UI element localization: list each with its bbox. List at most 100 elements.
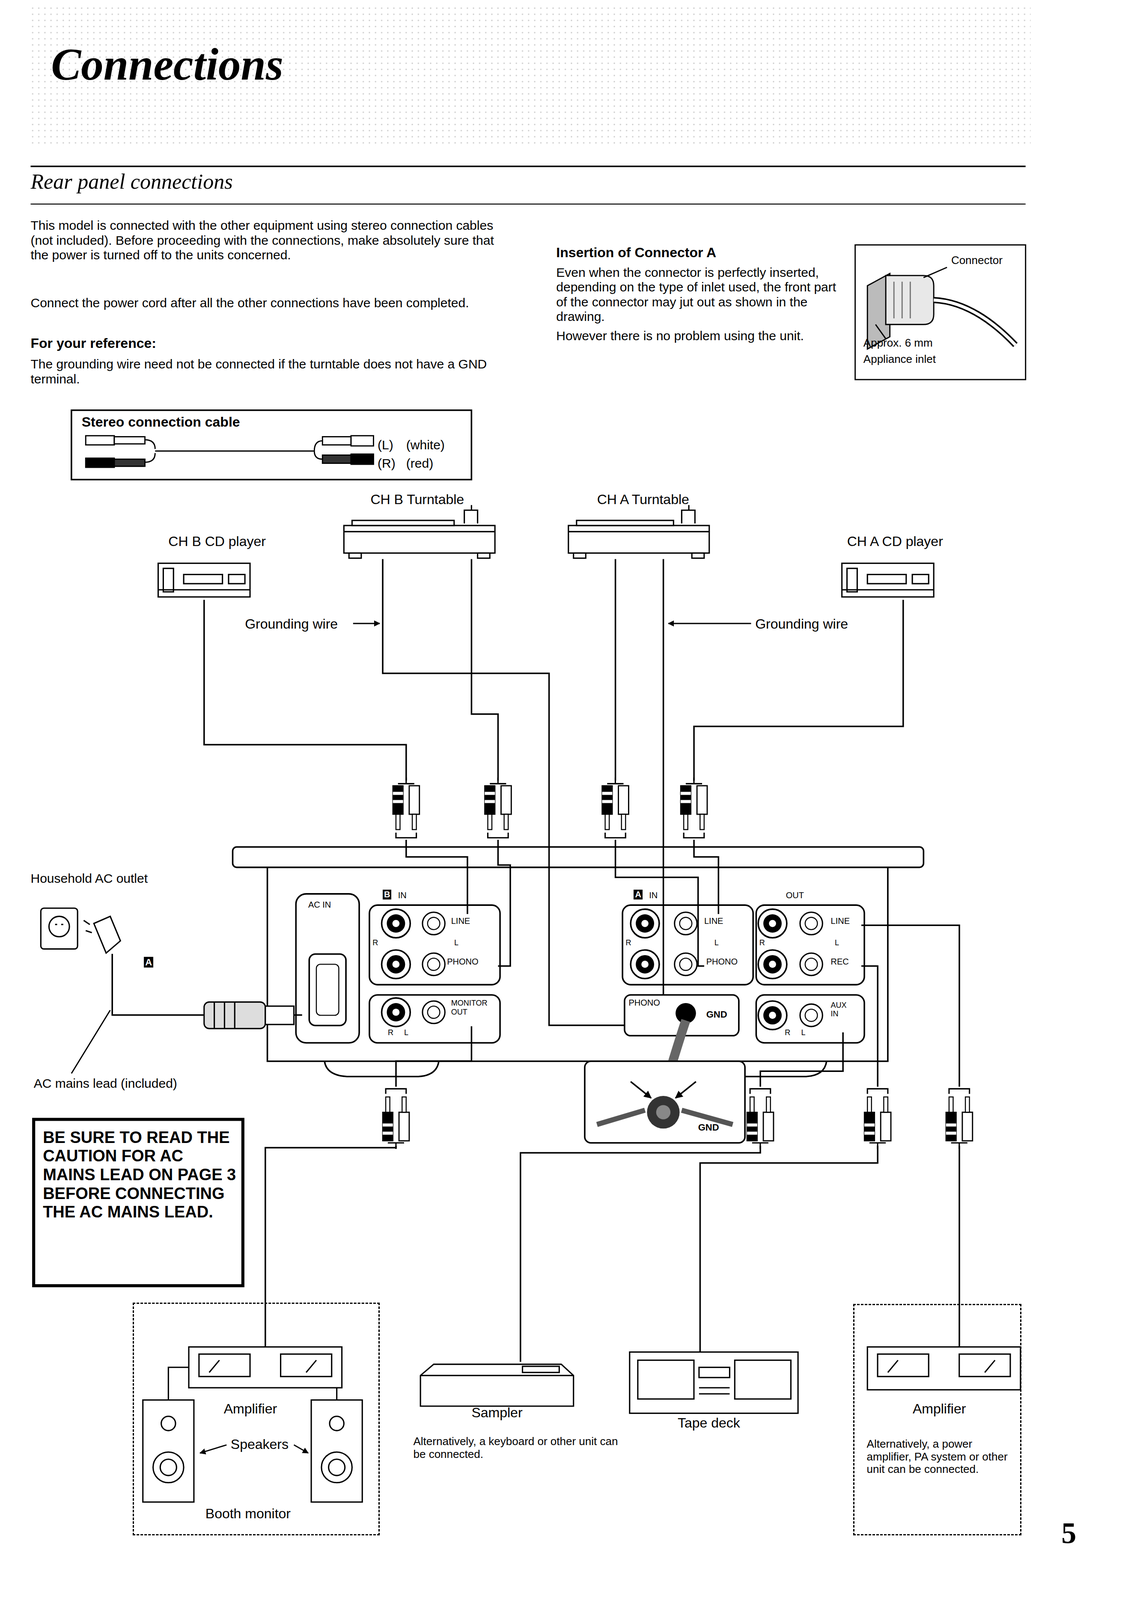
ac-outlet-and-lead [40,908,294,1029]
callout-label: Speakers [230,1437,289,1453]
turntable: CH B Turntable [336,489,506,560]
amplifier: Amplifier [866,1348,1022,1426]
node-label: AUX IN [830,1001,850,1019]
booth-monitor-equipment [142,1347,363,1503]
terminal-label: GND [698,1122,720,1134]
body-text: However there is no problem using the un… [556,328,844,344]
node-label: Tape deck [677,1415,741,1432]
header-texture [30,5,1031,149]
pin-label: R [625,938,632,948]
channel-label: (L) [377,437,394,453]
body-text: The grounding wire need not be connected… [30,357,503,387]
pin-label: L [404,1028,409,1038]
caution-note: BE SURE TO READ THE CAUTION FOR AC MAINS… [42,1128,237,1223]
jack-label: PHONO [444,956,498,975]
callout-label: Grounding wire [755,616,849,633]
ac-inlet: AC IN [302,898,360,1042]
right-amplifier [867,1347,1021,1391]
jack-label: AUX IN [828,1000,862,1033]
tape-deck: Tape deck [624,1352,805,1435]
channel-badge: A [633,890,643,900]
node-label: LINE [704,916,724,927]
caution-box [33,1119,244,1287]
cable-wire [861,925,960,1349]
cable-wire [382,559,625,1026]
node-label: CH B CD player [168,533,266,550]
node-label: REC [830,957,849,968]
node-label: Alternatively, a power amplifier, PA sys… [866,1438,1016,1477]
page-number: 5 [1061,1516,1077,1552]
jack-label: PHONO [704,956,754,975]
jack-label: LINE [828,914,862,935]
node-label: CH B Turntable [370,491,465,508]
stereo-cable [71,410,472,480]
pin-label: L [454,938,459,948]
jack-group-label: OUT [785,890,804,901]
page-title: Connections [50,38,284,91]
node-label: Alternatively, a keyboard or other unit … [413,1435,623,1462]
node-label: LINE [451,916,471,927]
jack-group-label: IN [398,890,407,901]
node-label: PHONO [706,957,738,968]
node-label: MONITOR OUT [451,999,492,1017]
pin-label: L [714,938,719,948]
jack-label: LINE [449,914,482,935]
node-label: Household AC outlet [30,871,149,887]
color-label: (red) [406,456,434,472]
pin-label: L [800,1028,806,1038]
body-text: Connect the power cord after all the oth… [30,295,503,311]
jack-label: REC [828,956,862,975]
ac-outlet: Household AC outlet [28,869,218,955]
callout-label: Connector [951,254,1003,268]
node-label: Amplifier [223,1401,277,1418]
pin-label: R [784,1028,791,1038]
node-label: CH A CD player [847,533,944,550]
leader-arrows [71,623,752,1454]
callout-label: Appliance inlet [863,353,936,367]
pin-label: L [834,938,840,948]
color-label: (white) [406,437,445,453]
node-label: GND [706,1009,728,1021]
jack-label: MONITOR OUT [449,998,498,1027]
node-label: PHONO [628,998,661,1009]
node-label: AC IN [308,900,331,911]
channel-badge: B [382,890,392,900]
jacks [381,909,823,1030]
channel-label: (R) [377,456,396,472]
connector-inset [855,244,1026,380]
section-heading: Rear panel connections [30,169,233,195]
cd-player: CH B CD player [153,530,286,601]
node-label: Sampler [471,1405,523,1422]
dashed-group: Booth monitor Amplifier [132,1303,380,1536]
cable-wire [662,559,665,995]
turntable: CH A Turntable [561,489,715,560]
node-label: Amplifier [912,1401,966,1418]
rule-lines [30,166,1026,205]
mixer-rear-panel [232,847,924,1078]
dashed-group: Alternatively, a power amplifier, PA sys… [853,1304,1022,1536]
callout-label: AC mains lead (included) [33,1076,178,1092]
cable-wire [520,1032,843,1363]
ground-terminal: PHONO GND [624,994,739,1036]
node-label: PHONO [446,957,479,968]
subheading: Insertion of Connector A [556,244,717,261]
subheading: For your reference: [30,335,157,352]
dimension-label: Approx. 6 mm [863,336,933,350]
pin-label: R [759,938,765,948]
sampler-and-tape-deck [420,1352,798,1414]
gnd-inset [584,1020,745,1144]
pin-label: R [372,938,379,948]
turntables [343,505,709,559]
cd-players [157,563,934,598]
node-label: CH A Turntable [597,491,690,508]
cable-wire [699,966,878,1353]
body-text: This model is connected with the other e… [30,218,503,263]
jack-group-label: IN [648,890,658,901]
node-label: Booth monitor [205,1506,291,1523]
box-heading: Stereo connection cable [81,414,241,431]
plugs [381,777,974,1150]
pin-label: R [387,1028,394,1038]
jack-label: LINE [702,914,733,935]
cd-player: CH A CD player [836,530,975,601]
